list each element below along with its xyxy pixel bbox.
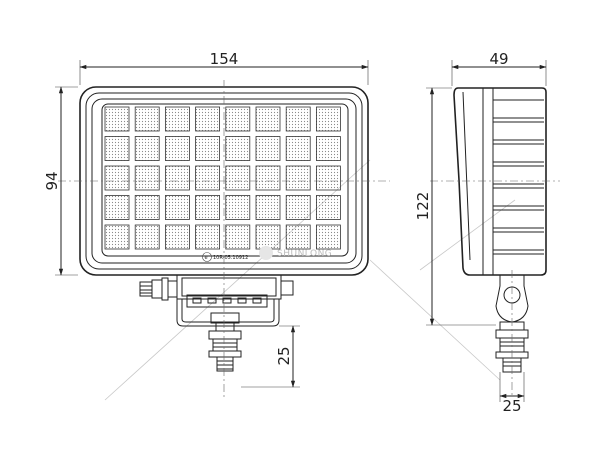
bottom-bracket	[139, 274, 294, 372]
lens-cell	[134, 106, 160, 132]
lens-cell	[285, 165, 311, 191]
lens-cell	[315, 106, 341, 132]
lens-cell	[134, 165, 160, 191]
lens-cell	[104, 165, 130, 191]
lens-cell	[134, 136, 160, 161]
lens-cell	[315, 136, 341, 161]
cooling-fins	[493, 99, 544, 255]
dim-side-height: 122	[414, 87, 496, 326]
dim-side-height-label: 122	[414, 192, 432, 221]
lens-cell	[315, 224, 341, 250]
lens-cell	[164, 165, 190, 191]
lens-cell	[134, 224, 160, 250]
lens-cell	[255, 195, 281, 220]
dim-front-height: 94	[43, 86, 78, 276]
lens-cell	[225, 224, 251, 250]
product-label: e 10R-05.10912	[202, 252, 248, 262]
lens-cell	[255, 224, 281, 250]
dim-front-height-label: 94	[43, 171, 61, 190]
lens-cell	[164, 136, 190, 161]
lens-cell	[255, 136, 281, 161]
lens-cell	[195, 195, 221, 220]
lens-cell	[164, 224, 190, 250]
svg-text:e: e	[205, 255, 208, 261]
lens-cell	[164, 195, 190, 220]
watermark-text: SHUNLONG	[277, 249, 332, 259]
lens-cell	[315, 195, 341, 220]
lens-cell	[285, 224, 311, 250]
front-view: e 10R-05.10912 SHUNLONG	[58, 80, 390, 398]
lens-cell	[255, 165, 281, 191]
lens-cell	[104, 136, 130, 161]
lens-cell	[225, 106, 251, 132]
lens-cell	[164, 106, 190, 132]
lens-cell	[315, 165, 341, 191]
lens-cell	[225, 165, 251, 191]
dim-front-width-label: 154	[210, 50, 239, 68]
lens-cell	[285, 136, 311, 161]
lens-cell	[104, 195, 130, 220]
lens-cell	[195, 165, 221, 191]
watermark: SHUNLONG	[259, 246, 332, 260]
dim-mount-width-label: 25	[502, 397, 521, 415]
lens-cell	[285, 195, 311, 220]
lens-cell	[285, 106, 311, 132]
dim-bracket-depth: 25	[241, 325, 300, 388]
label-code: 10R-05.10912	[213, 255, 248, 261]
side-view	[430, 87, 560, 398]
dim-front-width: 154	[79, 50, 369, 85]
lens-grid	[104, 106, 341, 250]
dim-side-depth-label: 49	[489, 50, 508, 68]
lens-cell	[255, 106, 281, 132]
lens-cell	[195, 106, 221, 132]
dim-mount-width: 25	[499, 372, 525, 415]
lens-cell	[225, 195, 251, 220]
dim-side-depth: 49	[451, 50, 547, 86]
lens-cell	[104, 224, 130, 250]
dim-bracket-depth-label: 25	[275, 346, 293, 365]
lens-cell	[195, 224, 221, 250]
lens-cell	[225, 136, 251, 161]
lens-cell	[134, 195, 160, 220]
lens-cell	[195, 136, 221, 161]
lens-cell	[104, 106, 130, 132]
